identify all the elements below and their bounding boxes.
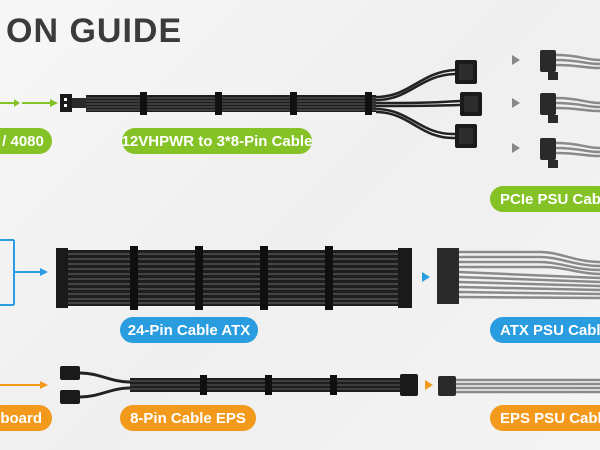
eps-arrow — [425, 380, 433, 390]
atx-psu-cable-label: ATX PSU Cable — [490, 317, 600, 343]
orange-arrow-left — [0, 381, 48, 389]
gpu-label: / 4080 — [0, 128, 52, 154]
pcie-psu-cable-3 — [540, 138, 600, 168]
green-arrow-left — [0, 99, 20, 107]
eps-split-connectors — [60, 366, 131, 404]
pcie-arrows — [512, 55, 520, 153]
eps-psu-cable — [438, 376, 600, 396]
eps-cable-bundle — [130, 374, 418, 396]
blue-bracket — [0, 239, 48, 306]
pcie-psu-cable-1 — [540, 50, 600, 80]
8pin-eps-cable-label: 8-Pin Cable EPS — [120, 405, 256, 431]
atx-arrow — [422, 272, 430, 282]
24pin-connector-right — [398, 248, 412, 308]
24pin-connector-left — [56, 248, 68, 308]
8pin-connector-3 — [455, 124, 477, 148]
green-arrow-right — [22, 99, 58, 107]
8pin-connector-2 — [460, 92, 482, 116]
pcie-psu-cable-2 — [540, 93, 600, 123]
24pin-cable-bundle — [68, 246, 398, 310]
12vhpwr-connector — [60, 94, 86, 112]
8pin-connector-1 — [455, 60, 477, 84]
12vhpwr-cable-label: 12VHPWR to 3*8-Pin Cable — [122, 128, 312, 154]
12vhpwr-fanout-wires — [375, 68, 461, 140]
page-title: ON GUIDE — [6, 12, 183, 50]
pcie-psu-cable-label: PCIe PSU Cable — [490, 186, 600, 212]
atx-psu-cable — [437, 248, 600, 304]
motherboard-label: rboard — [0, 405, 52, 431]
eps-psu-cable-label: EPS PSU Cable — [490, 405, 600, 431]
12vhpwr-cable-bundle — [86, 92, 376, 115]
24pin-cable-label: 24-Pin Cable ATX — [120, 317, 258, 343]
